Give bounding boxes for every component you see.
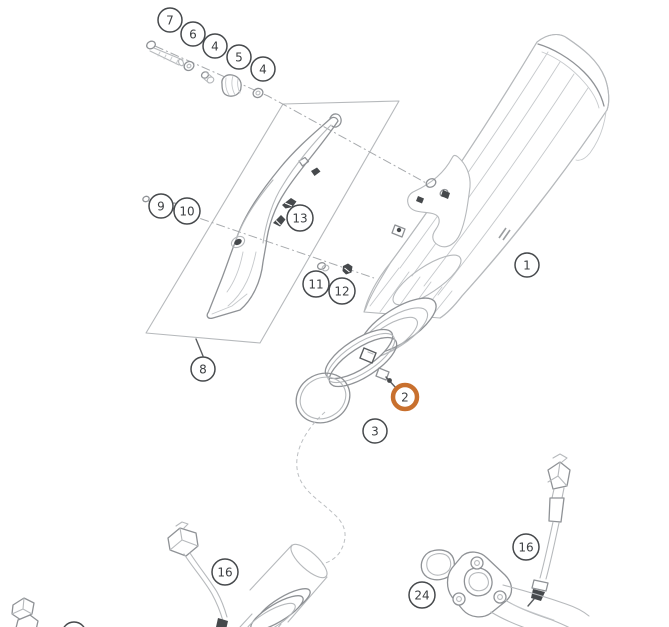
assembly-curve <box>296 411 346 565</box>
svg-text:8: 8 <box>199 363 207 377</box>
callout-4[interactable]: 4 <box>250 56 276 82</box>
callout-8[interactable]: 8 <box>190 356 216 382</box>
part-gasket-ring <box>295 372 351 424</box>
svg-text:11: 11 <box>308 278 323 292</box>
callout-6[interactable]: 6 <box>180 21 206 47</box>
part-lambda-sensor-right <box>527 453 571 607</box>
svg-text:7: 7 <box>166 14 174 28</box>
svg-text:12: 12 <box>334 285 349 299</box>
assembly-axis-lines <box>151 45 429 279</box>
boundary-plane <box>145 100 400 344</box>
callout-24[interactable]: 24 <box>408 581 436 609</box>
callout-9[interactable]: 9 <box>148 193 174 219</box>
callout-10[interactable]: 10 <box>173 197 201 225</box>
part-lower-fastener-group <box>316 262 353 275</box>
callout-13[interactable]: 13 <box>286 204 314 232</box>
callout-5[interactable]: 5 <box>226 44 252 70</box>
svg-text:2: 2 <box>401 391 409 405</box>
svg-text:6: 6 <box>189 28 197 42</box>
callout-16[interactable]: 16 <box>211 558 239 586</box>
part-lambda-sensor-left <box>167 521 228 627</box>
svg-text:5: 5 <box>235 51 243 65</box>
svg-text:4: 4 <box>211 40 219 54</box>
svg-text:10: 10 <box>179 205 194 219</box>
part-clips-group <box>273 156 321 227</box>
svg-text:4: 4 <box>259 63 267 77</box>
svg-text:16: 16 <box>518 541 533 555</box>
svg-text:9: 9 <box>157 200 165 214</box>
callout-16[interactable]: 16 <box>512 533 540 561</box>
svg-text:16: 16 <box>217 566 232 580</box>
part-top-fastener-group <box>146 40 264 99</box>
muffler-marking-icon <box>498 227 511 241</box>
svg-text:1: 1 <box>523 259 531 273</box>
callout-1[interactable]: 1 <box>514 252 540 278</box>
svg-text:24: 24 <box>414 589 429 603</box>
callout-12[interactable]: 12 <box>328 277 356 305</box>
callout-7[interactable]: 7 <box>157 7 183 33</box>
part-mid-pipe <box>239 543 328 627</box>
part-heat-shield <box>195 113 342 357</box>
part-muffler <box>357 33 610 360</box>
part-clamp <box>324 328 398 389</box>
callout-partial <box>63 621 85 627</box>
callout-3[interactable]: 3 <box>362 418 388 444</box>
svg-text:3: 3 <box>371 425 379 439</box>
svg-text:13: 13 <box>292 212 307 226</box>
callout-11[interactable]: 11 <box>302 270 330 298</box>
part-flange-elbow <box>446 551 590 627</box>
callout-4[interactable]: 4 <box>202 33 228 59</box>
callout-2[interactable]: 2 <box>390 382 420 412</box>
part-connector-bottom-left <box>11 597 39 627</box>
